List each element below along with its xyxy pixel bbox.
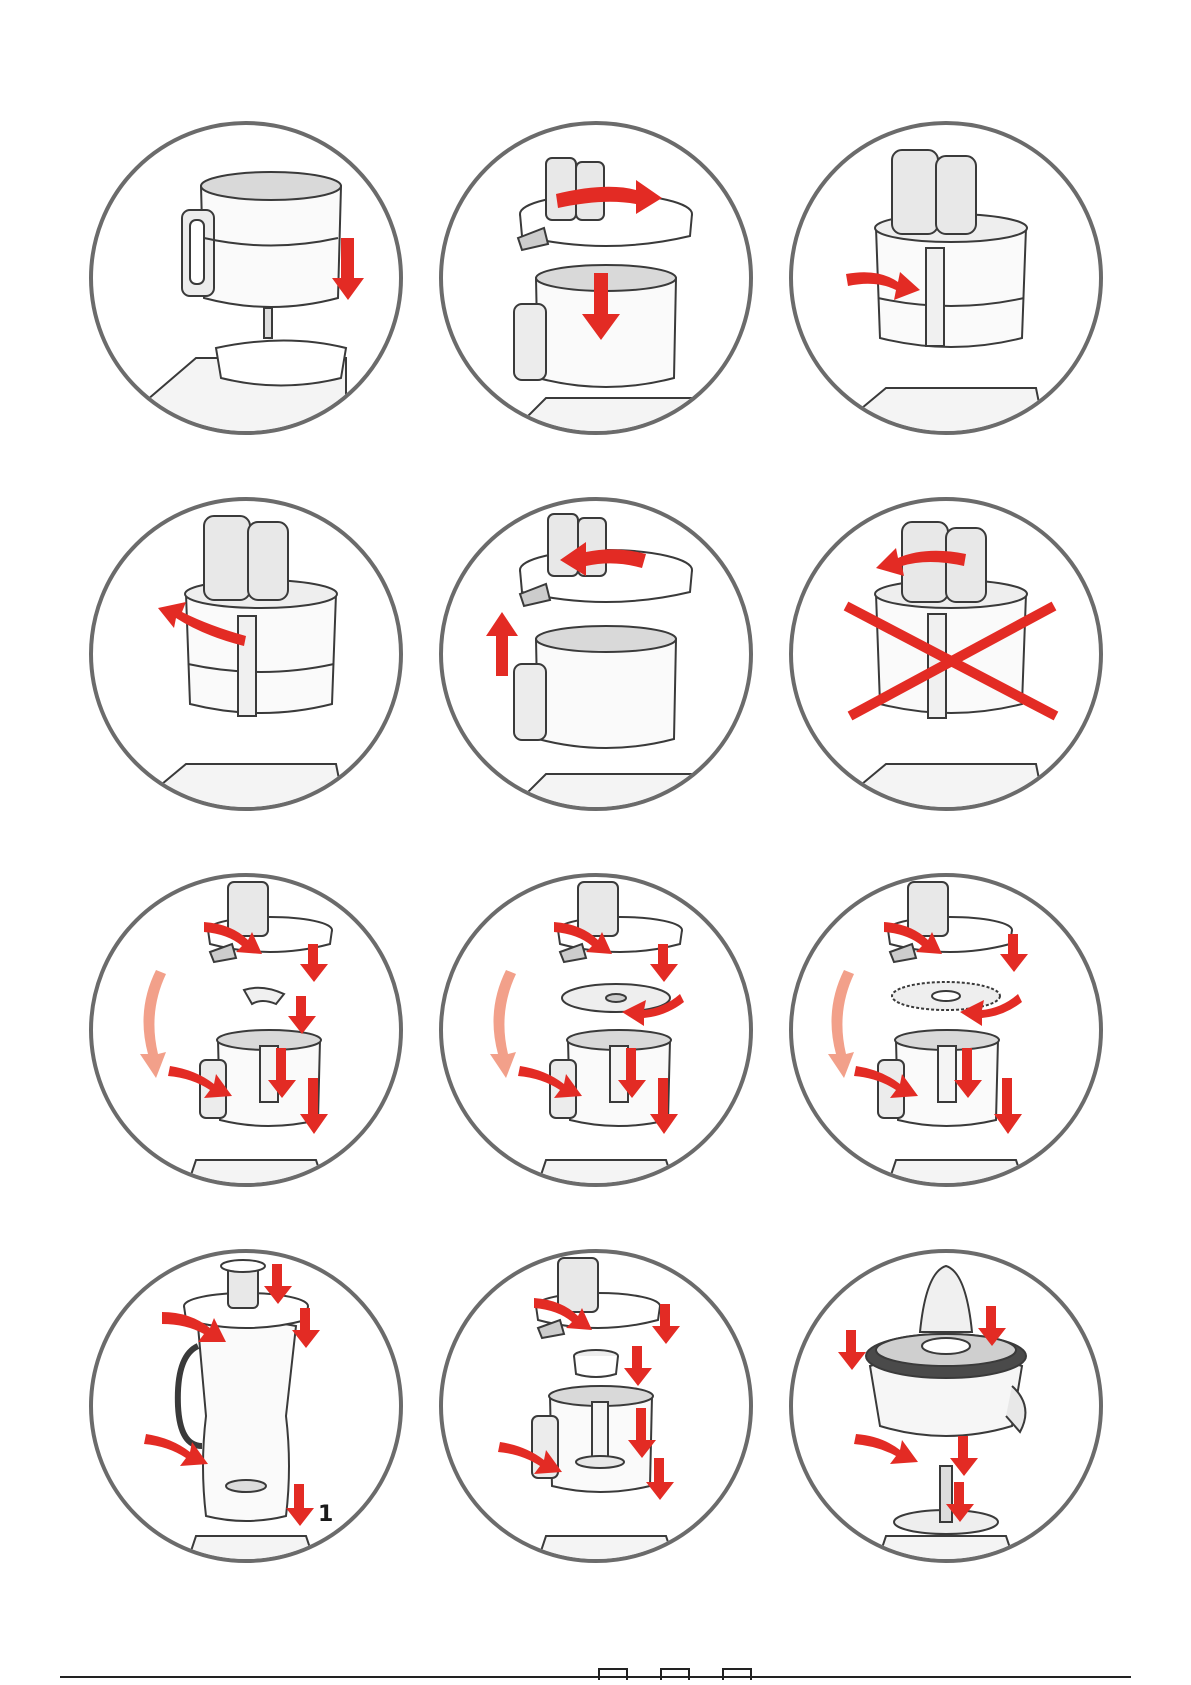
- footer-rule: [60, 1676, 1131, 1678]
- lid-rotate-icon: [436, 118, 756, 438]
- handle-lock-icon: [786, 118, 1106, 438]
- step-7-panel: [86, 870, 406, 1190]
- footer-mark: [660, 1668, 690, 1680]
- footer-mark: [722, 1668, 752, 1680]
- step-1-panel: [86, 118, 406, 438]
- step-5-panel: [436, 494, 756, 814]
- lid-remove-icon: [436, 494, 756, 814]
- handle-unlock-icon: [86, 494, 406, 814]
- grater-disc-assembly-icon: [786, 870, 1106, 1190]
- step-number-label: 1: [318, 1502, 333, 1527]
- prohibited-cross-icon: [786, 494, 1106, 814]
- step-2-panel: [436, 118, 756, 438]
- step-6-panel: [786, 494, 1106, 814]
- dough-tool-assembly-icon: [436, 1246, 756, 1566]
- step-9-panel: [786, 870, 1106, 1190]
- footer-mark: [598, 1668, 628, 1680]
- blender-jug-assembly-icon: [86, 1246, 406, 1566]
- step-12-panel: [786, 1246, 1106, 1566]
- step-11-panel: [436, 1246, 756, 1566]
- step-3-panel: [786, 118, 1106, 438]
- step-8-panel: [436, 870, 756, 1190]
- chopper-blade-assembly-icon: [86, 870, 406, 1190]
- citrus-press-assembly-icon: [786, 1246, 1106, 1566]
- step-10-panel: 1: [86, 1246, 406, 1566]
- bowl-lowering-icon: [86, 118, 406, 438]
- slicer-disc-assembly-icon: [436, 870, 756, 1190]
- step-4-panel: [86, 494, 406, 814]
